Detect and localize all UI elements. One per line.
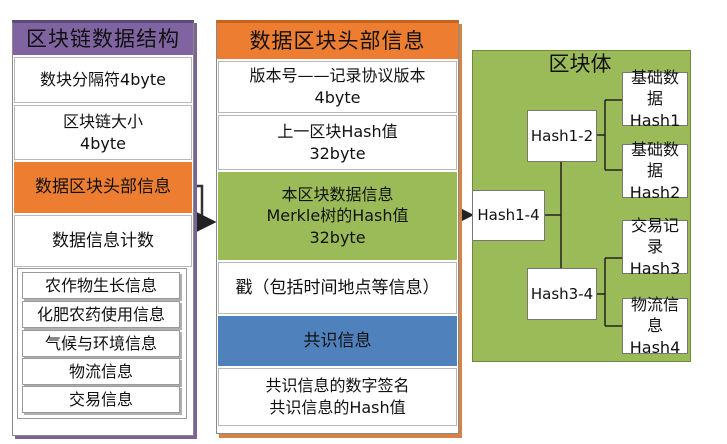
left-panel-title: 区块链数据结构 [13,23,193,55]
merkle-leaf-hash1: 基础数 据Hash1 [622,68,688,130]
merkle-leaf-hash4: 物流信 息Hash4 [622,295,688,357]
middle-item-version-line1: 版本号——记录协议版本 [249,66,426,86]
left-subitems-group [17,268,187,419]
middle-item-prev-hash-line2: 32byte [309,143,366,163]
middle-item-merkle-line3: 32byte [309,227,366,247]
merkle-leaf-hash4-line1: 物流信 [630,294,679,314]
left-panel [12,20,194,436]
middle-item-merkle-line1: 本区块数据信息 [281,184,394,204]
middle-item-prev-hash: 上一区块Hash值 32byte [218,115,457,170]
left-item-separator-text: 数块分隔符4byte [40,70,166,90]
middle-panel-title: 数据区块头部信息 [217,23,458,59]
left-subitem-fertilizer-text: 化肥农药使用信息 [36,304,165,324]
left-item-data-count-text: 数据信息计数 [52,230,154,251]
merkle-leaf-hash3-line2: 录Hash3 [629,237,681,278]
left-item-chain-size-line1: 区块链大小 [62,111,143,131]
merkle-leaf-hash1-line2: 据Hash1 [629,89,681,130]
merkle-node-hash1-2-text: Hash1-2 [530,126,594,145]
middle-item-signature-line1: 共识信息的数字签名 [265,376,410,396]
left-item-data-count: 数据信息计数 [14,215,192,267]
middle-item-signature: 共识信息的数字签名 共识信息的Hash值 [218,368,457,426]
left-subitem-logistics-text: 物流信息 [68,361,133,381]
merkle-root-node: Hash1-4 [472,190,545,241]
middle-item-merkle-line2: Merkle树的Hash值 [266,206,409,226]
merkle-node-hash3-4-text: Hash3-4 [530,284,594,303]
left-item-header-info-text: 数据区块头部信息 [35,177,171,198]
middle-item-consensus-text: 共识信息 [303,330,372,351]
merkle-leaf-hash2: 基础数 据Hash2 [622,140,688,202]
left-subitem-crop-growth-text: 农作物生长信息 [44,275,157,295]
middle-item-version: 版本号——记录协议版本 4byte [218,61,457,113]
merkle-leaf-hash1-line1: 基础数 [630,67,679,87]
left-item-header-info: 数据区块头部信息 [14,162,192,213]
merkle-leaf-hash2-line2: 据Hash2 [629,161,681,202]
middle-item-timestamp-text: 戳（包括时间地点等信息） [235,277,440,298]
middle-item-signature-line2: 共识信息的Hash值 [269,398,406,417]
left-subitem-transaction: 交易信息 [22,386,180,413]
left-subitem-climate: 气候与环境信息 [22,330,180,357]
middle-item-version-line2: 4byte [314,88,361,107]
middle-item-timestamp: 戳（包括时间地点等信息） [218,262,457,314]
left-subitem-fertilizer: 化肥农药使用信息 [22,301,180,328]
left-item-chain-size: 区块链大小 4byte [14,105,192,160]
merkle-leaf-hash2-line1: 基础数 [630,139,679,159]
left-subitem-transaction-text: 交易信息 [68,389,133,409]
merkle-leaf-hash3-line1: 交易记 [630,215,679,235]
merkle-node-hash3-4: Hash3-4 [527,268,597,320]
left-item-separator: 数块分隔符4byte [14,57,192,103]
left-subitem-crop-growth: 农作物生长信息 [22,272,180,299]
middle-item-prev-hash-line1: 上一区块Hash值 [277,121,398,141]
middle-item-merkle: 本区块数据信息 Merkle树的Hash值 32byte [218,172,457,260]
middle-item-consensus: 共识信息 [218,316,457,366]
header-arrow [193,184,217,232]
merkle-root-node-text: Hash1-4 [477,206,540,225]
left-subitem-climate-text: 气候与环境信息 [44,333,157,353]
merkle-leaf-hash4-line2: 息Hash4 [629,316,681,357]
right-panel-title: 区块体 [548,51,612,76]
merkle-leaf-hash3: 交易记 录Hash3 [622,216,688,278]
left-item-chain-size-line2: 4byte [80,133,126,153]
merkle-node-hash1-2: Hash1-2 [527,110,597,162]
left-subitem-logistics: 物流信息 [22,358,180,385]
